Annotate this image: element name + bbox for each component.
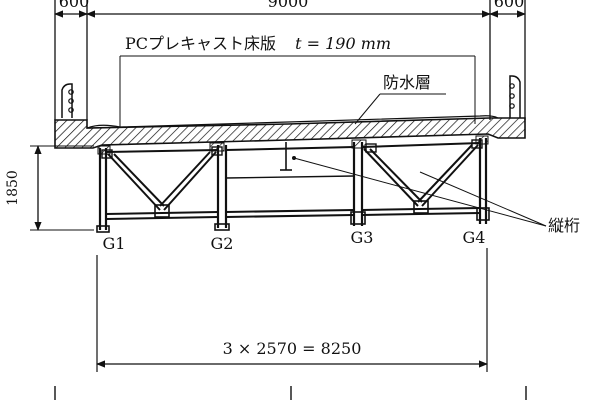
waterproof-layer-label: 防水層: [383, 73, 431, 92]
girder-label-g4: G4: [463, 228, 486, 247]
bottom-chord-bay-3b: [361, 212, 481, 216]
girder-g2-flange: [214, 223, 230, 231]
gusset-bay1: [154, 204, 170, 218]
stringer-leader-1: [292, 156, 547, 227]
dim-top-center: 9000: [268, 0, 309, 11]
deck-slab-name: PCプレキャスト床版: [125, 34, 276, 53]
deck-slab: [54, 115, 526, 149]
railing-right-bolt-1: [509, 83, 515, 89]
waterproof-leader: [354, 93, 381, 125]
brace-bay1-right-2: [159, 151, 211, 207]
gusset-bay3: [413, 200, 429, 214]
railing-left: [61, 83, 74, 118]
brace-bay3-right-2: [417, 144, 473, 203]
middle-bay-tie: [225, 175, 355, 179]
brace-bay1-left: [107, 153, 161, 211]
dim-bottom: 3 × 2570 = 8250: [223, 339, 362, 358]
stringer-leader-2: [419, 171, 547, 227]
deck-slab-label: PCプレキャスト床版 t = 190 mm: [125, 34, 391, 53]
gusset-g4-top: [471, 139, 483, 149]
crossbeam-structure: [96, 135, 490, 233]
brace-bay3-left: [363, 148, 419, 207]
top-chord-bay-2: [225, 146, 355, 151]
brace-bay3-left-2: [369, 148, 423, 203]
bottom-chord-bay-3: [361, 207, 481, 211]
waterproof-layer-line: [86, 115, 499, 129]
dim-height: 1850: [5, 170, 21, 206]
dim-top-left: 600: [59, 0, 90, 11]
gusset-g2-top: [211, 146, 223, 156]
railing-left-bolt-1: [68, 89, 74, 95]
girder-g3-flange: [350, 211, 366, 225]
bottom-chord-bay-2: [225, 209, 355, 213]
waterproof-label-group: 防水層: [354, 73, 446, 125]
deck-slab-label-group: PCプレキャスト床版 t = 190 mm: [119, 34, 476, 128]
railing-left-post: [61, 83, 73, 118]
brace-bay3-right: [421, 144, 479, 207]
top-chord-bay-3: [361, 142, 481, 148]
railing-left-bolt-3: [68, 107, 74, 113]
height-dimension-group: 1850: [5, 145, 94, 231]
deck-thickness: t = 190 mm: [295, 34, 391, 53]
gusset-g1-top: [101, 149, 113, 159]
railing-right-bolt-3: [509, 103, 515, 109]
bottom-chord-bay-2b: [225, 214, 355, 218]
bottom-chord-bay-1b: [105, 216, 219, 220]
girder-g4-flange: [476, 207, 490, 221]
top-dimension-group: 600 9000 600: [54, 0, 526, 120]
bottom-chord-bay-1: [105, 211, 219, 215]
lower-partial-marks: [54, 386, 527, 400]
gusset-g3-top: [365, 143, 377, 153]
railing-right: [509, 75, 521, 118]
brace-bay1-left-2: [113, 153, 165, 207]
brace-bay1-right: [163, 151, 217, 211]
girder-labels: G1 G2 G3 G4: [103, 228, 486, 253]
railing-right-bolt-2: [509, 93, 515, 99]
stringer-label-group: 縦桁: [292, 156, 580, 235]
dim-top-right: 600: [494, 0, 525, 11]
bottom-dimension-group: 3 × 2570 = 8250: [96, 248, 488, 372]
girder-g1-flange: [96, 225, 110, 233]
railing-right-post: [509, 75, 521, 118]
girder-label-g2: G2: [211, 234, 234, 253]
girder-label-g1: G1: [103, 234, 126, 253]
railing-left-bolt-2: [68, 98, 74, 104]
stringer-label: 縦桁: [548, 216, 580, 235]
top-chord-bay-1: [105, 149, 219, 153]
girder-label-g3: G3: [351, 228, 374, 247]
